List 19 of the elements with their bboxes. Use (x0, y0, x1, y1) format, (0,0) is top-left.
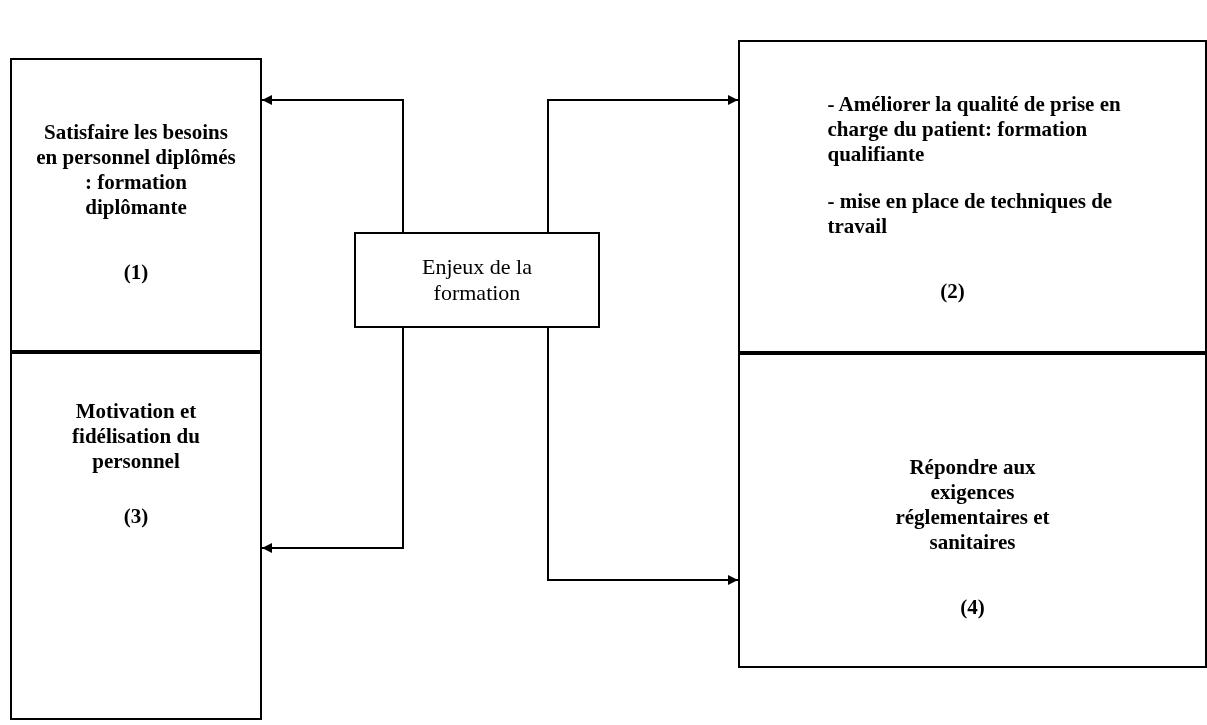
goal-box (738, 353, 1207, 668)
goal-text: - mise en place de techniques de travail (827, 189, 1114, 239)
item-number: (1) (122, 260, 150, 285)
goal-text: - Améliorer la qualité de prise en charge du patient: formation qualifiante (827, 92, 1122, 167)
goal-box (738, 40, 1207, 353)
arrow (261, 95, 404, 233)
item-number: (4) (959, 595, 986, 620)
goal-text: Satisfaire les besoins en personnel diplômés : formation diplômante (36, 120, 236, 220)
arrow (547, 95, 739, 233)
item-number: (3) (122, 504, 150, 529)
goal-text: Répondre aux exigences réglementaires et sanitaires (894, 455, 1051, 555)
goal-box (10, 58, 262, 352)
item-number: (2) (940, 279, 965, 304)
arrow (547, 327, 739, 585)
goal-box (10, 352, 262, 720)
box-title: Enjeux de la formation (421, 254, 533, 306)
arrow (261, 327, 404, 553)
goal-text: Motivation et fidélisation du personnel (71, 399, 201, 474)
center-box (354, 232, 600, 328)
